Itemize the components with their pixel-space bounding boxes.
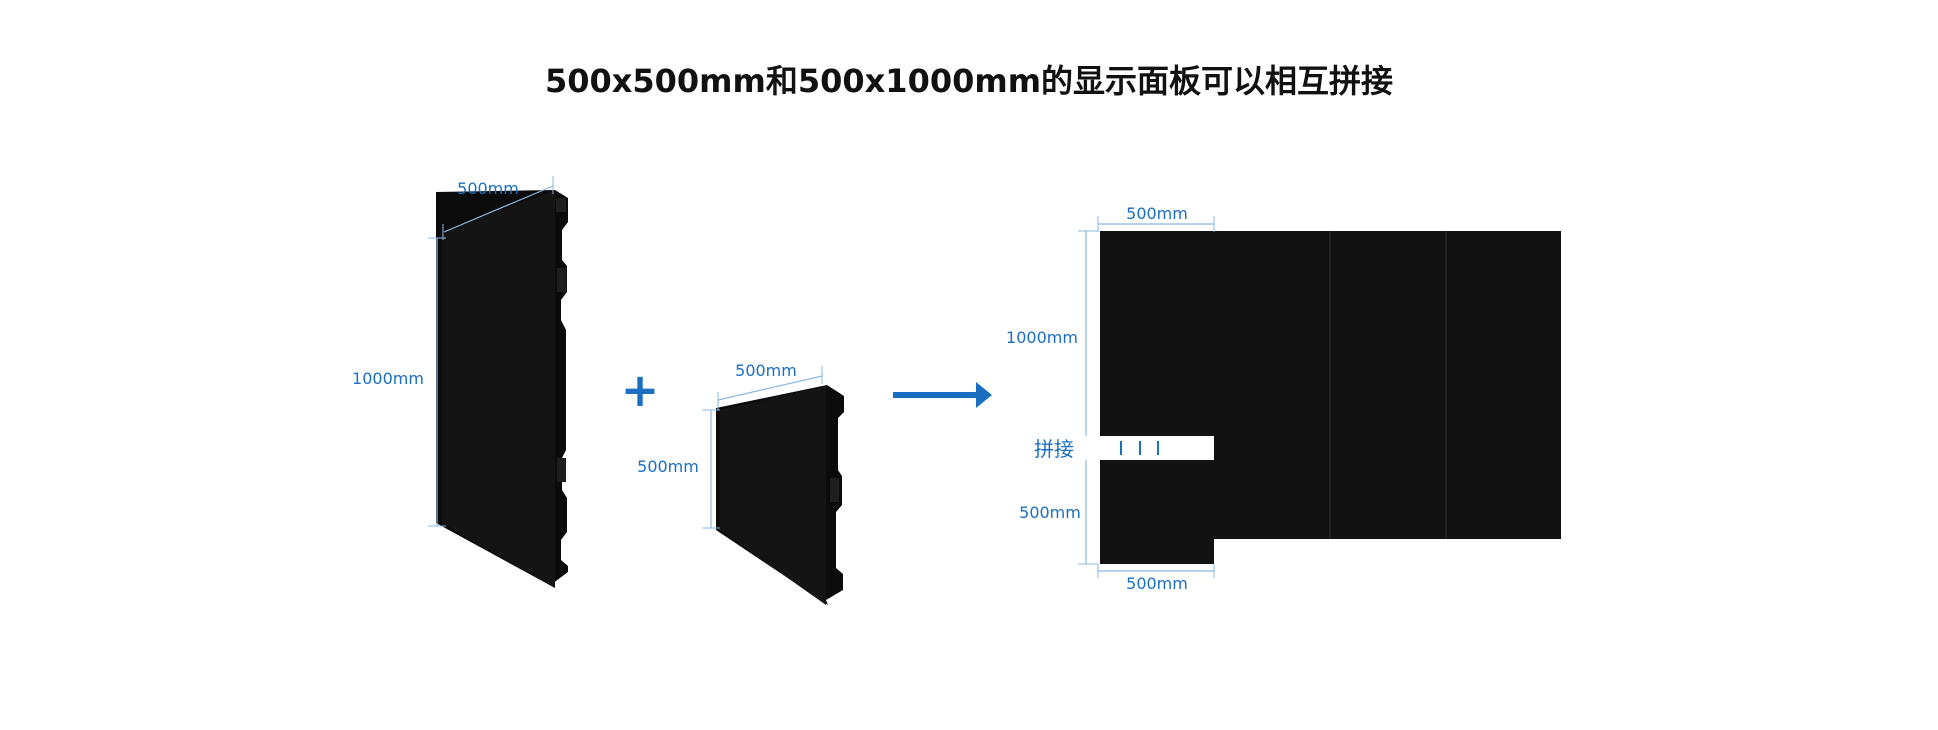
join-label: 拼接 (1034, 437, 1074, 461)
tall-panel-bracket (557, 268, 566, 292)
tall-width-label: 500mm (457, 179, 519, 198)
small-width-dimension-line (717, 375, 823, 401)
tall-width-dimension-line (443, 185, 554, 233)
page-title: 500x500mm和500x1000mm的显示面板可以相互拼接 (544, 62, 1394, 100)
tall-height-label: 1000mm (352, 369, 424, 388)
assembled-top-width-label: 500mm (1126, 204, 1188, 223)
tall-panel-bracket (557, 458, 566, 482)
small-width-label: 500mm (735, 361, 797, 380)
assembled-lower-height-label: 500mm (1019, 503, 1081, 522)
tall-panel-group: 500mm 1000mm (352, 176, 568, 588)
join-gap (1078, 436, 1214, 460)
small-height-label: 500mm (637, 457, 699, 476)
assembled-left-height-label: 1000mm (1006, 328, 1078, 347)
tall-panel (442, 190, 555, 588)
assembled-wall: 拼接 500mm 1000mm 500mm 500mm (1006, 204, 1561, 593)
assembled-bottom-width-label: 500mm (1126, 574, 1188, 593)
small-panel-group: 500mm 500mm (637, 361, 844, 605)
small-panel-bracket (830, 478, 839, 502)
right-arrow-icon (893, 382, 992, 408)
plus-icon: + (621, 363, 660, 417)
tall-panel-bracket (556, 198, 566, 212)
small-panel (720, 386, 826, 605)
